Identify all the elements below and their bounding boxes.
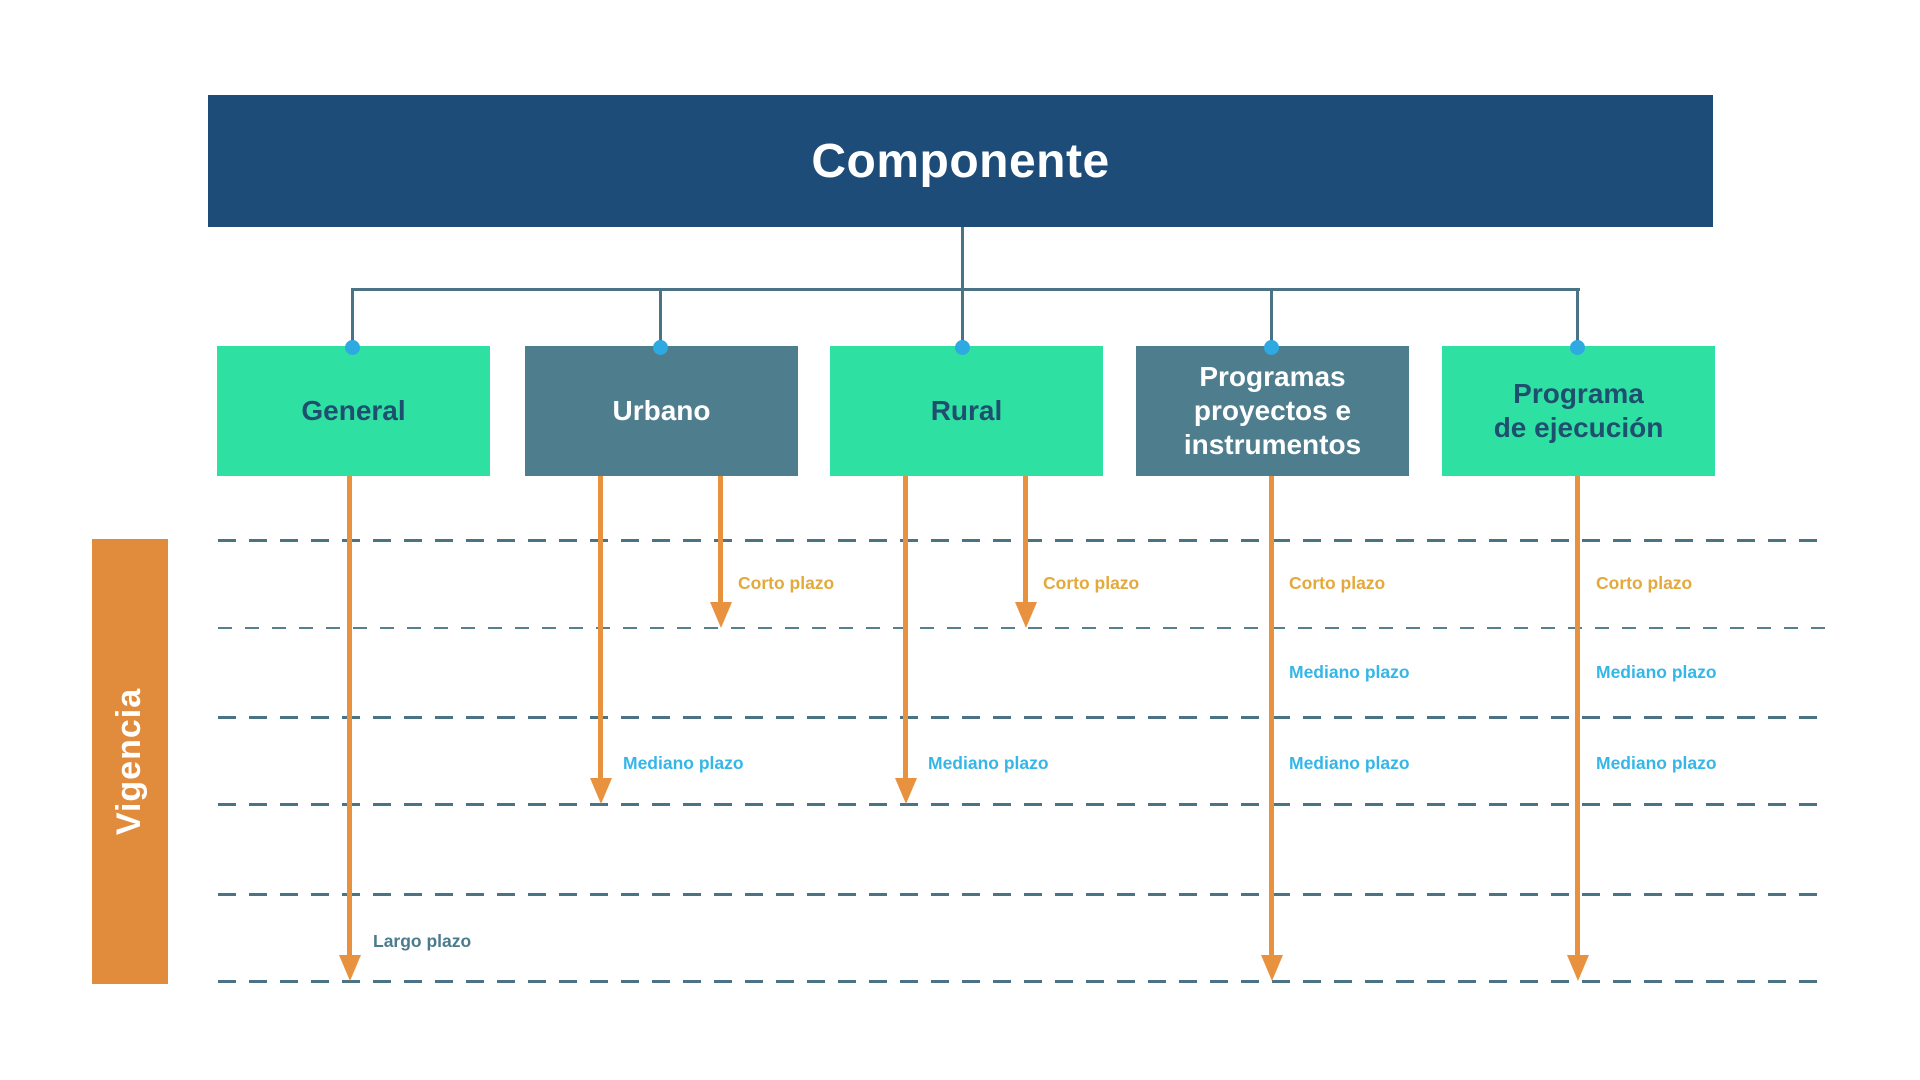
arrow-head-programa-ejecucion <box>1567 955 1589 981</box>
box-urbano-label: Urbano <box>612 395 711 426</box>
box-urbano: Urbano <box>525 346 798 476</box>
page-title: Componente <box>811 134 1110 188</box>
connector-stub-programas <box>1270 288 1273 346</box>
connector-dot-icon <box>345 340 360 355</box>
timeline-row-line-3 <box>218 716 1827 719</box>
arrow-head-general-largo <box>339 955 361 981</box>
arrow-head-rural-corto <box>1015 602 1037 628</box>
connector-stub-rural <box>961 288 964 346</box>
arrow-head-programas <box>1261 955 1283 981</box>
box-rural-label: Rural <box>930 395 1003 426</box>
timeline-row-line-4 <box>218 803 1827 806</box>
arrow-rural-corto <box>1023 476 1028 606</box>
connector-trunk-line <box>961 227 964 290</box>
arrow-general-largo <box>347 476 352 959</box>
box-programa-ejecucion: Programa de ejecución <box>1442 346 1715 476</box>
milestone-label-general-largo: Largo plazo <box>373 931 472 951</box>
connector-stub-general <box>351 288 354 346</box>
connector-stub-urbano <box>659 288 662 346</box>
milestone-label-ejecucion-corto: Corto plazo <box>1596 573 1693 593</box>
component-header-box: Componente <box>208 95 1713 227</box>
connector-horizontal-line <box>352 288 1580 291</box>
connector-dot-icon <box>1264 340 1279 355</box>
milestone-label-rural-mediano: Mediano plazo <box>928 753 1049 773</box>
box-rural: Rural <box>830 346 1103 476</box>
connector-dot-icon <box>955 340 970 355</box>
arrow-urbano-mediano <box>598 476 603 782</box>
connector-dot-icon <box>653 340 668 355</box>
box-programas-label: Programas proyectos e instrumentos <box>1183 361 1362 460</box>
box-programa-ejecucion-label: Programa de ejecución <box>1493 378 1664 443</box>
arrow-head-rural-mediano <box>895 778 917 804</box>
connector-stub-ejecucion <box>1576 288 1579 346</box>
milestone-label-programas-mediano-2: Mediano plazo <box>1289 753 1410 773</box>
arrow-programas <box>1269 476 1274 959</box>
box-programas: Programas proyectos e instrumentos <box>1136 346 1409 476</box>
box-general: General <box>217 346 490 476</box>
arrow-head-urbano-corto <box>710 602 732 628</box>
milestone-label-rural-corto: Corto plazo <box>1043 573 1140 593</box>
milestone-label-ejecucion-mediano-2: Mediano plazo <box>1596 753 1717 773</box>
timeline-row-line-1 <box>218 539 1827 542</box>
milestone-label-programas-corto: Corto plazo <box>1289 573 1386 593</box>
connector-dot-icon <box>1570 340 1585 355</box>
arrow-urbano-corto <box>718 476 723 606</box>
arrow-head-urbano-mediano <box>590 778 612 804</box>
timeline-row-line-6 <box>218 980 1827 983</box>
milestone-label-urbano-mediano: Mediano plazo <box>623 753 744 773</box>
timeline-row-line-2 <box>218 627 1827 629</box>
arrow-programa-ejecucion <box>1575 476 1580 959</box>
milestone-label-ejecucion-mediano-1: Mediano plazo <box>1596 662 1717 682</box>
timeline-row-line-5 <box>218 893 1827 896</box>
milestone-label-programas-mediano-1: Mediano plazo <box>1289 662 1410 682</box>
vigencia-axis-label: Vigencia <box>110 687 149 836</box>
vigencia-axis-bar: Vigencia <box>92 539 168 984</box>
milestone-label-urbano-corto: Corto plazo <box>738 573 835 593</box>
arrow-rural-mediano <box>903 476 908 782</box>
box-general-label: General <box>301 395 406 426</box>
